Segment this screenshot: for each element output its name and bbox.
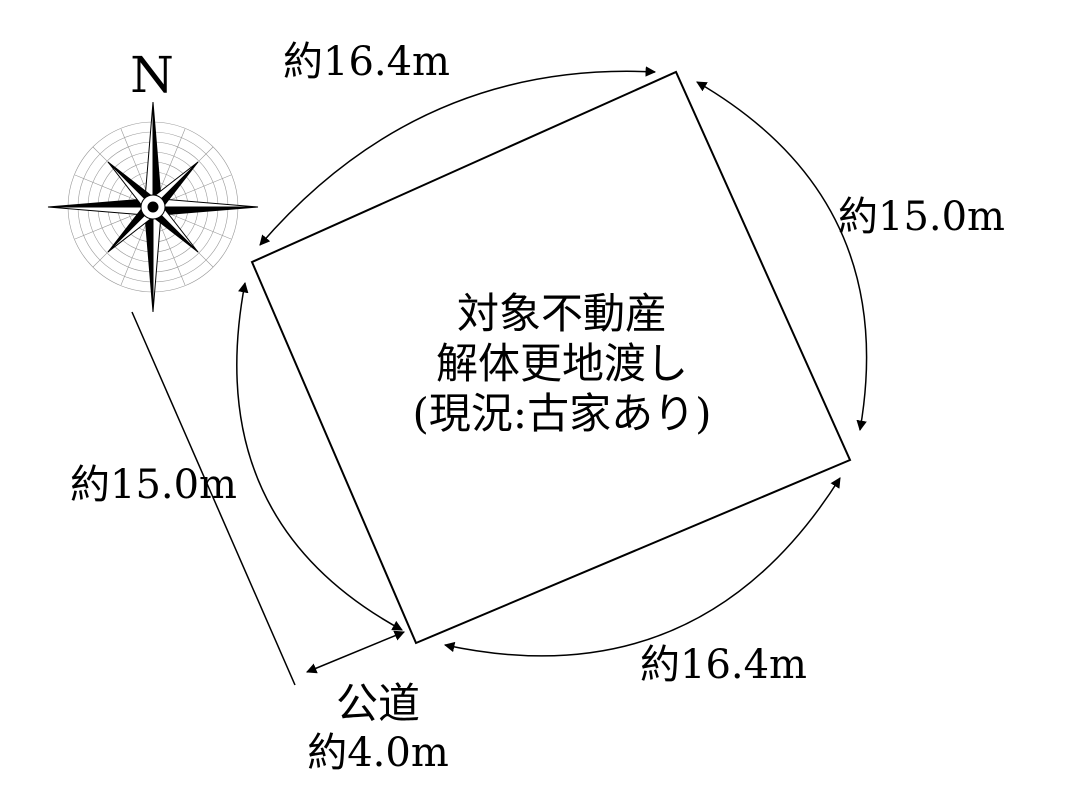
north-label: N: [130, 46, 174, 104]
bottom-dimension-label: 約16.4m: [640, 642, 807, 688]
left-dimension-label: 約15.0m: [70, 462, 237, 508]
right-dimension-arc: [696, 81, 868, 432]
right-dimension-label: 約15.0m: [838, 194, 1005, 240]
road-width-label: 約4.0m: [307, 730, 449, 776]
compass-rose-icon: [47, 101, 259, 313]
property-condition: 解体更地渡し: [436, 339, 688, 388]
road-width-arrow: [306, 630, 405, 674]
top-dimension-arc: [259, 66, 657, 246]
top-dimension-label: 約16.4m: [283, 39, 450, 85]
left-dimension-arc: [236, 281, 403, 631]
property-title: 対象不動産: [457, 289, 667, 338]
bottom-dimension-arc: [443, 477, 841, 657]
road-edge-line: [131, 311, 296, 686]
property-current-state: (現況:古家あり): [413, 389, 712, 438]
road-label: 公道: [336, 679, 420, 728]
